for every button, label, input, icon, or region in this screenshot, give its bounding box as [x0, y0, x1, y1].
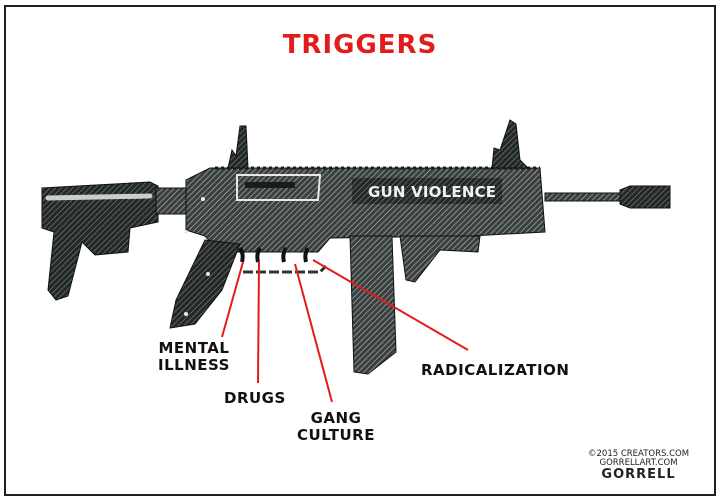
rifle-foregrip — [399, 235, 481, 283]
rifle-barrel — [544, 185, 671, 209]
trigger-3 — [281, 246, 288, 263]
pointer-gang-culture — [294, 263, 333, 403]
pointer-lines — [221, 259, 469, 403]
trigger-guard — [243, 264, 328, 274]
website-text: GORRELLART.COM — [599, 458, 678, 468]
artist-signature: GORRELL — [601, 467, 676, 482]
cartoon-frame — [4, 5, 716, 496]
label-mental-line2: ILLNESS — [158, 356, 230, 374]
label-gang-line2: CULTURE — [297, 426, 375, 444]
pointer-drugs — [257, 261, 260, 384]
rifle-stock — [41, 181, 187, 301]
label-gang-line1: GANG — [310, 409, 362, 427]
gun-violence-label: GUN VIOLENCE — [368, 183, 496, 201]
rifle-magazine — [349, 235, 397, 375]
rifle-triggers — [238, 246, 328, 274]
cartoon-title: TRIGGERS — [282, 30, 438, 60]
rifle-body: GUN VIOLENCE — [184, 119, 546, 253]
pointer-mental-illness — [221, 261, 244, 338]
trigger-1 — [238, 246, 245, 263]
copyright-text: ©2015 CREATORS.COM — [588, 449, 690, 459]
artist-credit: ©2015 CREATORS.COM GORRELLART.COM GORREL… — [588, 449, 690, 482]
label-drugs: DRUGS — [224, 389, 286, 407]
label-gang-culture: GANG CULTURE — [297, 410, 375, 444]
trigger-2 — [255, 246, 262, 263]
label-mental-line1: MENTAL — [158, 339, 230, 357]
trigger-4 — [303, 246, 310, 263]
pointer-radicalization — [312, 259, 469, 351]
label-mental-illness: MENTAL ILLNESS — [158, 340, 230, 374]
rifle-pistol-grip — [169, 239, 241, 329]
label-radicalization: RADICALIZATION — [421, 361, 570, 379]
